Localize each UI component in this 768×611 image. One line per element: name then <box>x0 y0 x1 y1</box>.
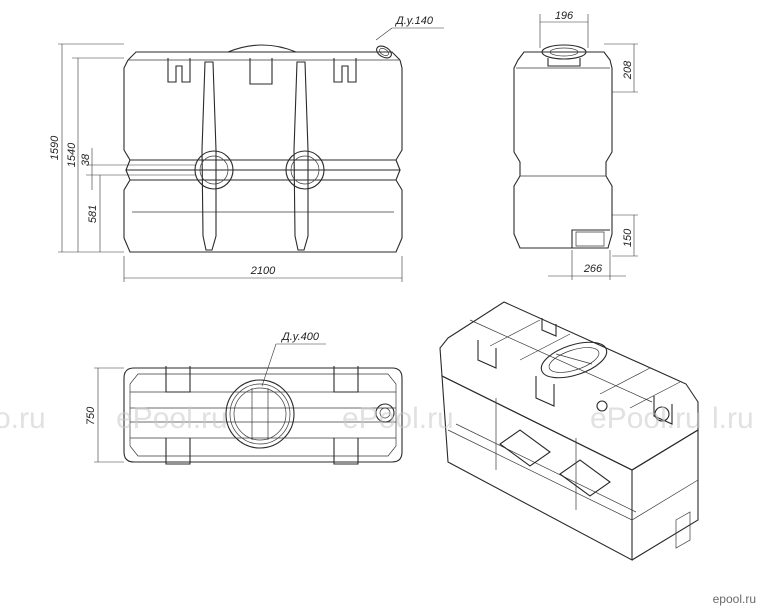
dim-outlet-height: 581 <box>87 205 99 223</box>
dim-body-height: 1540 <box>66 142 78 167</box>
side-view <box>513 44 613 249</box>
watermark: ePool.ru <box>116 402 228 435</box>
epool-logo: epool.ru <box>713 592 756 606</box>
label-inlet-large: Д.у.400 <box>280 331 320 343</box>
dim-side-bottom: 150 <box>622 228 634 247</box>
watermark: ePool.ru <box>590 402 702 435</box>
plan-dimensions <box>94 343 326 463</box>
plan-view <box>123 366 403 465</box>
watermark: o.ru <box>0 402 46 435</box>
isometric-view <box>439 301 699 561</box>
front-view <box>123 44 403 253</box>
dim-outlet-offset: 38 <box>80 153 92 166</box>
dim-side-base: 266 <box>583 263 603 275</box>
dim-total-height: 1590 <box>49 135 61 160</box>
dim-plan-width: 750 <box>85 406 97 425</box>
side-dimensions <box>539 14 638 280</box>
label-inlet-small: Д.у.140 <box>394 15 434 27</box>
front-dimensions <box>58 27 444 282</box>
dim-side-width: 196 <box>555 10 574 22</box>
dim-length: 2100 <box>250 265 276 277</box>
watermark: l.ru <box>712 402 754 435</box>
watermark: ePool.ru <box>342 402 454 435</box>
dim-side-top: 208 <box>622 60 634 80</box>
